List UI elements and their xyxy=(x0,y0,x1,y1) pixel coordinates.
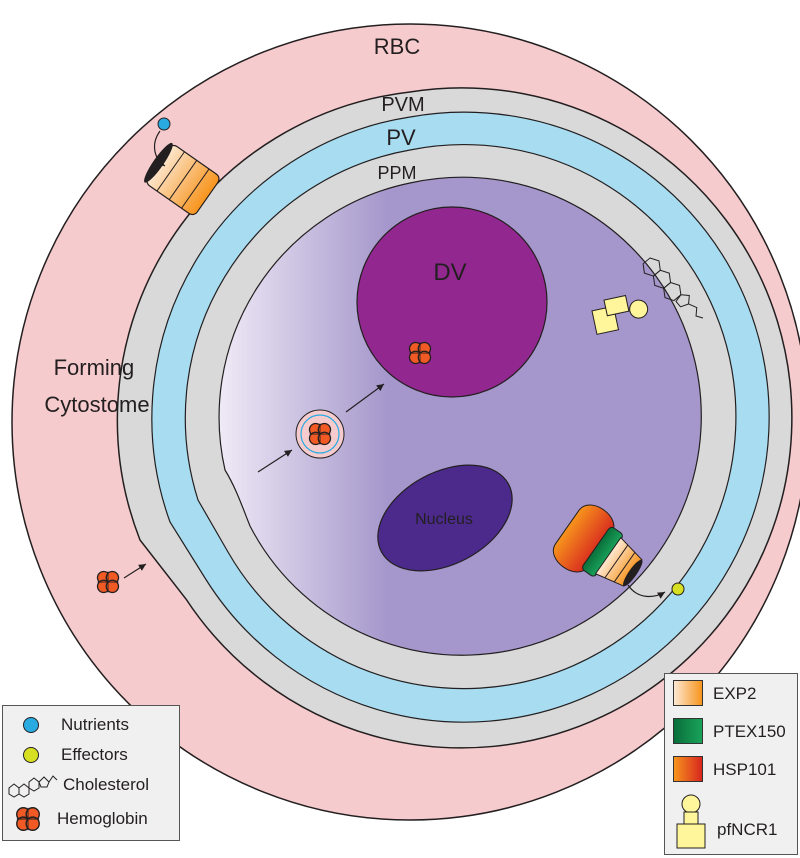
hemoglobin-dv xyxy=(408,341,432,365)
hemoglobin-arrow-1 xyxy=(123,563,147,579)
vesicle-inner-ring xyxy=(300,414,340,454)
legend-label: HSP101 xyxy=(713,760,777,779)
ptex-complex xyxy=(552,504,643,587)
blue-sphere-icon xyxy=(23,717,39,733)
legend-item-exp2: EXP2 xyxy=(673,680,793,708)
pfncr1-icon xyxy=(676,794,706,849)
exp2-swatch xyxy=(673,680,703,706)
hemoglobin-vesicle-cargo xyxy=(308,422,332,446)
nutrient-molecule xyxy=(157,117,171,131)
cytostome-label: Forming Cytostome xyxy=(44,355,149,417)
dv-label: DV xyxy=(433,259,466,286)
cholesterol-structure-icon xyxy=(642,257,704,319)
rbc-label: RBC xyxy=(374,34,421,59)
nucleus xyxy=(377,464,513,572)
hemoglobin-rbc xyxy=(96,570,120,594)
cholesterol-structure-icon xyxy=(8,775,58,798)
hsp101-swatch xyxy=(673,756,703,782)
ptex150-swatch xyxy=(673,718,703,744)
legend-item-ptex150: PTEX150 xyxy=(673,718,793,746)
digestive-vacuole xyxy=(356,206,548,398)
legend-label: Effectors xyxy=(61,745,128,764)
legend-label: Hemoglobin xyxy=(57,809,148,828)
legend-label: PTEX150 xyxy=(713,722,786,741)
yellow-sphere-icon xyxy=(23,747,39,763)
nucleus-label: Nucleus xyxy=(415,511,473,528)
pfncr1-transporter xyxy=(591,294,649,335)
legend-label: Cholesterol xyxy=(63,775,149,794)
legend-label: EXP2 xyxy=(713,684,757,703)
pv-label: PV xyxy=(386,125,416,150)
legend-left: Nutrients Effectors Cholesterol Hemoglob… xyxy=(2,705,180,841)
legend-item-pfncr1: pfNCR1 xyxy=(673,792,797,850)
hemoglobin-arrow-2 xyxy=(257,449,293,473)
legend-item-nutrients: Nutrients xyxy=(11,712,129,738)
legend-item-hsp101: HSP101 xyxy=(673,756,793,784)
pvm-label: PVM xyxy=(381,94,424,116)
effector-arrow xyxy=(627,584,666,599)
legend-right: EXP2 PTEX150 HSP101 pfNCR1 xyxy=(664,673,798,855)
hemoglobin-cluster-icon xyxy=(16,807,40,831)
legend-item-effectors: Effectors xyxy=(11,742,128,768)
effector-molecule xyxy=(671,582,685,596)
legend-item-cholesterol: Cholesterol xyxy=(7,772,149,798)
legend-label: Nutrients xyxy=(61,715,130,734)
legend-item-hemoglobin: Hemoglobin xyxy=(13,804,148,834)
hemoglobin-arrow-3 xyxy=(345,383,385,413)
nutrient-arrow xyxy=(153,130,166,167)
legend-label: pfNCR1 xyxy=(717,820,778,839)
ppm-label: PPM xyxy=(377,163,416,183)
